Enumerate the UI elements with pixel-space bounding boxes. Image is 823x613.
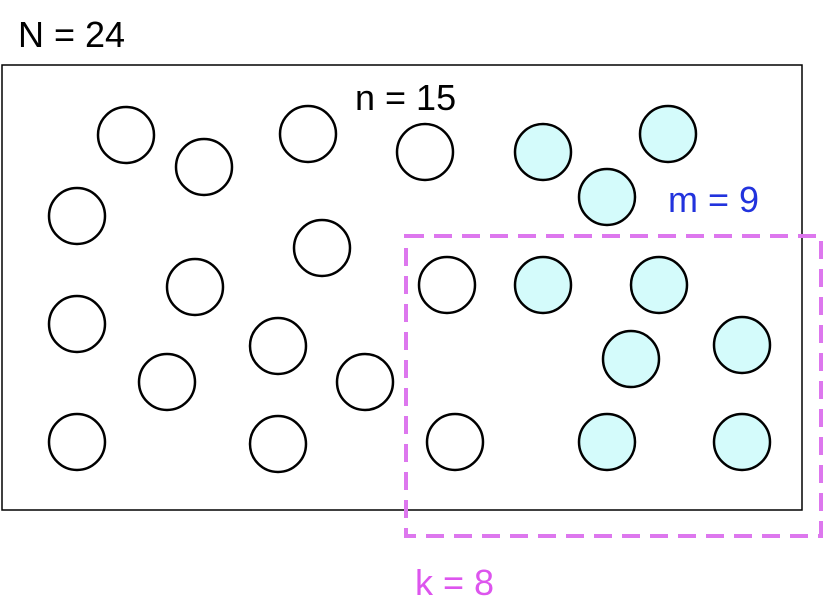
marked-circle	[513, 255, 573, 315]
plain-circle	[137, 352, 197, 412]
label-m: m = 9	[668, 179, 759, 220]
plain-circle	[335, 352, 395, 412]
marked-circle	[601, 329, 661, 389]
label-n: n = 15	[355, 77, 456, 118]
plain-circle	[174, 137, 234, 197]
label-N: N = 24	[18, 14, 125, 55]
marked-circle	[712, 315, 772, 375]
plain-circle	[47, 186, 107, 246]
plain-circles	[47, 104, 485, 474]
plain-circle	[165, 257, 225, 317]
plain-circle	[47, 412, 107, 472]
plain-circle	[292, 218, 352, 278]
plain-circle	[96, 105, 156, 165]
marked-circle	[577, 412, 637, 472]
plain-circle	[278, 104, 338, 164]
marked-circles	[513, 104, 772, 472]
population-box	[1, 64, 803, 511]
marked-circle	[712, 412, 772, 472]
plain-circle	[47, 294, 107, 354]
plain-circle	[417, 255, 477, 315]
plain-circle	[248, 316, 308, 376]
marked-circle	[629, 255, 689, 315]
label-k: k = 8	[415, 562, 494, 603]
marked-circle	[577, 167, 637, 227]
marked-circle	[513, 122, 573, 182]
sample-box	[404, 234, 823, 538]
plain-circle	[248, 414, 308, 474]
plain-circle	[425, 412, 485, 472]
marked-circle	[638, 104, 698, 164]
plain-circle	[395, 122, 455, 182]
